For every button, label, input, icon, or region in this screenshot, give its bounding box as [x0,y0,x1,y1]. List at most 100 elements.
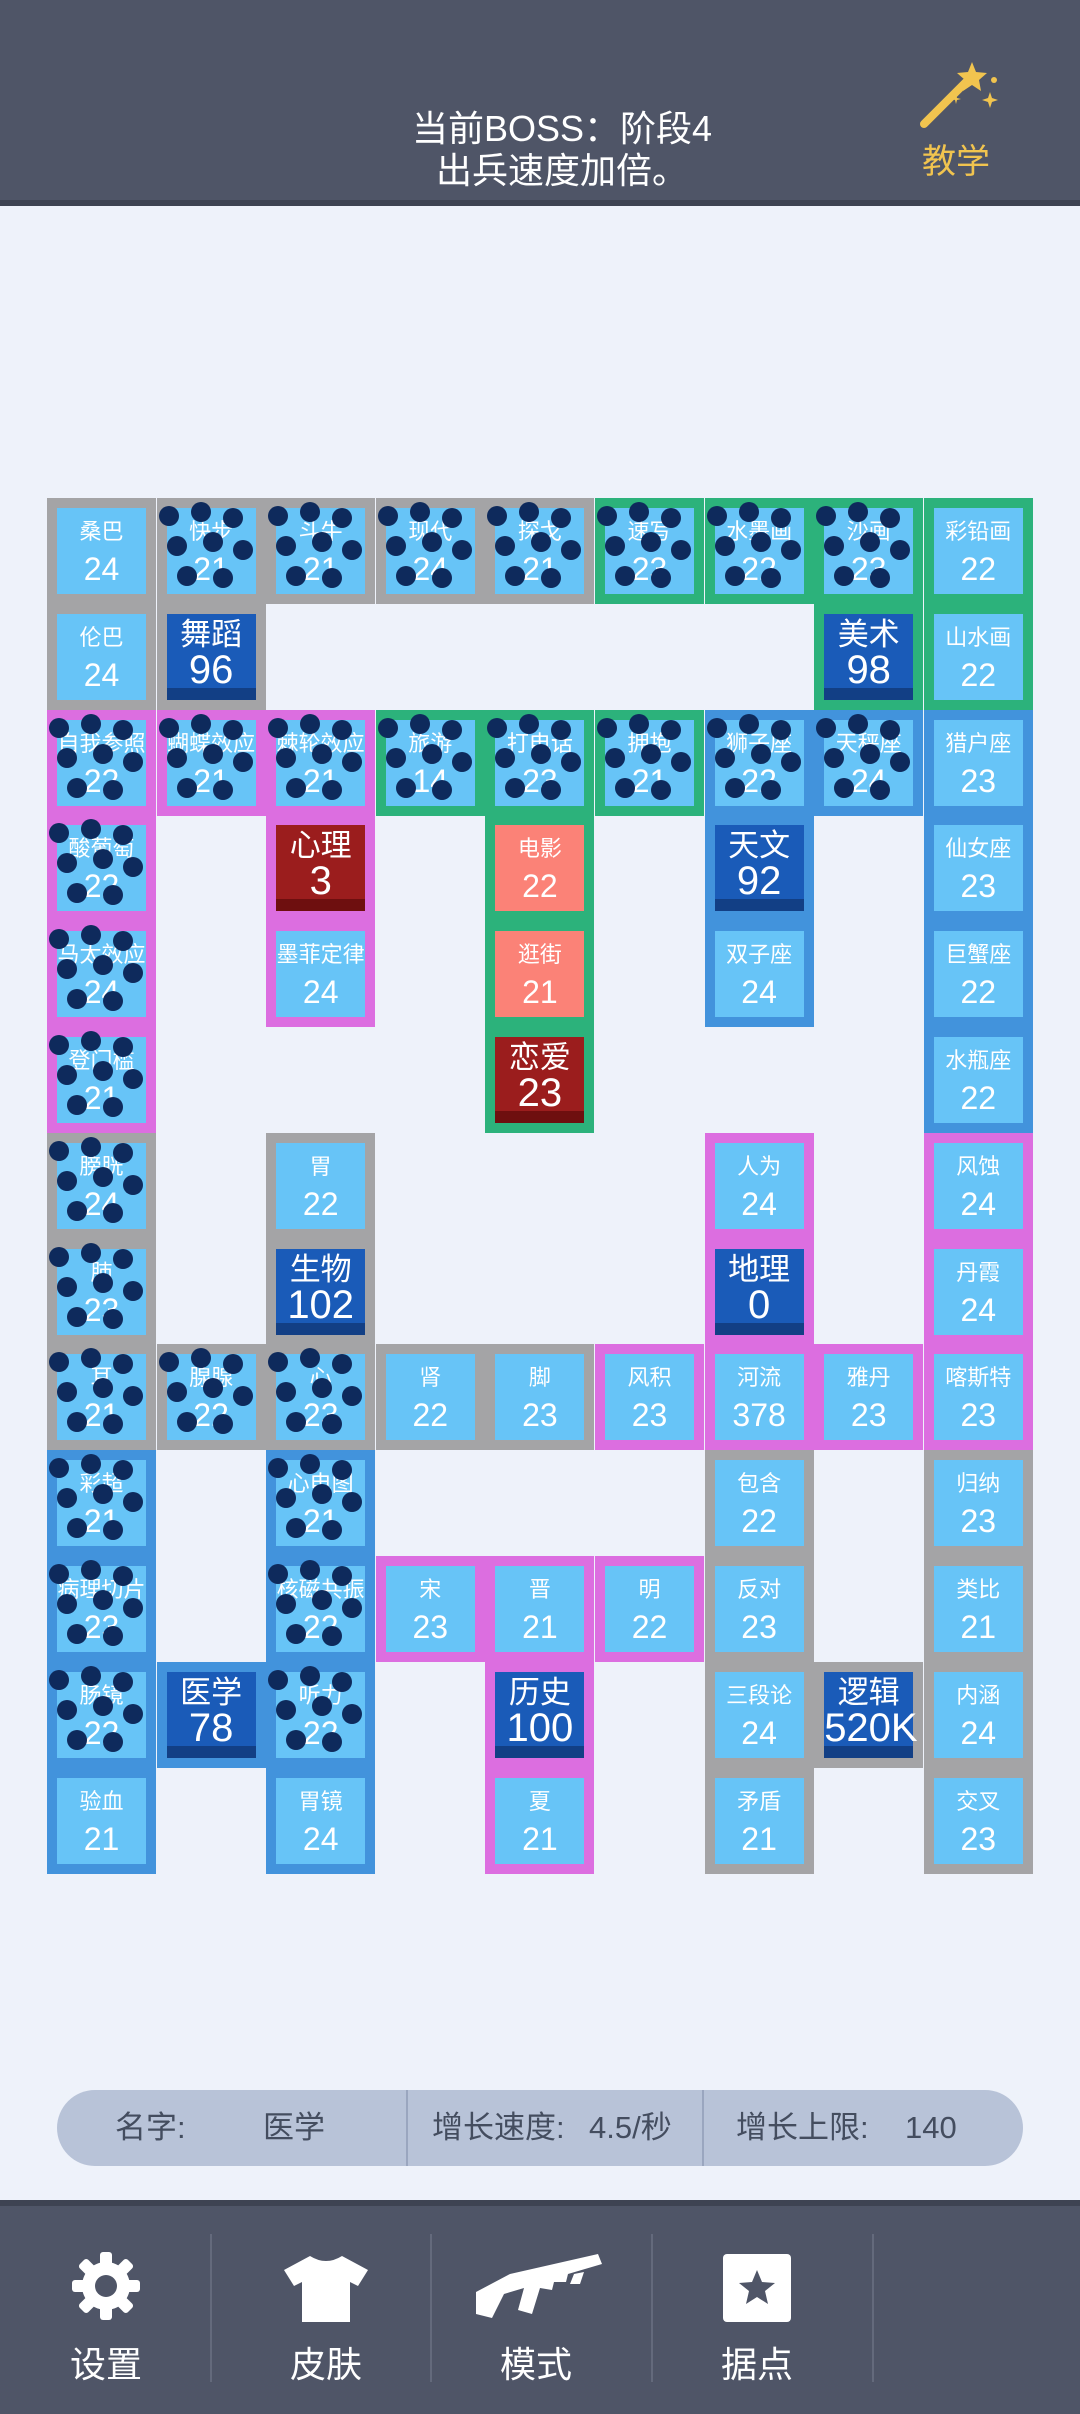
node-name: 三段论 [726,1682,793,1708]
enemy-unit [738,713,759,734]
boss-stage-text: 当前BOSS：阶段4 [411,108,713,149]
enemy-unit [322,568,343,588]
enemy-unit [312,532,333,552]
enemy-unit [615,566,635,586]
enemy-unit [750,532,771,552]
enemy-unit [49,1458,69,1479]
enemy-unit [190,1348,211,1369]
nav-skins[interactable]: 皮肤 [220,2206,432,2414]
enemy-unit [190,713,211,734]
enemy-unit [268,1564,289,1584]
node-name: 猎户座 [945,730,1012,756]
enemy-unit [49,929,69,950]
teach-button[interactable]: 教学 [900,58,1012,181]
enemy-unit [268,1458,289,1479]
enemy-unit [848,502,869,522]
enemy-unit [81,925,101,946]
nav-strongholds[interactable]: 据点 [651,2206,863,2414]
enemy-unit [286,1624,307,1644]
enemy-unit [67,1729,87,1750]
enemy-unit [505,566,526,586]
nav-settings[interactable]: 设置 [0,2206,212,2414]
node-name: 验血 [79,1788,124,1814]
node-name: 明 [638,1577,661,1602]
enemy-unit [300,713,321,734]
enemy-unit [834,777,855,798]
enemy-unit [49,1140,69,1161]
speed-label: 增长速度: [432,2110,565,2145]
enemy-unit [870,568,891,588]
node-troops: 23 [517,1071,563,1115]
enemy-unit [93,1166,113,1187]
enemy-unit [322,1414,343,1435]
node-troops: 23 [960,1397,997,1434]
enemy-unit [409,502,430,522]
enemy-unit [103,779,123,800]
boss-effect-text: 出兵速度加倍。 [435,150,688,191]
enemy-unit [377,506,398,526]
node-troops: 23 [522,1397,558,1434]
enemy-unit [780,751,801,772]
enemy-unit [541,779,562,800]
node-name: 仙女座 [945,836,1012,862]
enemy-unit [487,717,508,738]
enemy-unit [276,1488,297,1509]
enemy-unit [724,777,745,798]
node-name: 巨蟹座 [945,942,1012,968]
nav-mode[interactable]: 模式 [430,2206,642,2414]
enemy-unit [551,719,572,740]
node-troops: 23 [631,1397,668,1434]
node-name: 夏 [528,1788,551,1814]
enemy-unit [286,1412,307,1433]
